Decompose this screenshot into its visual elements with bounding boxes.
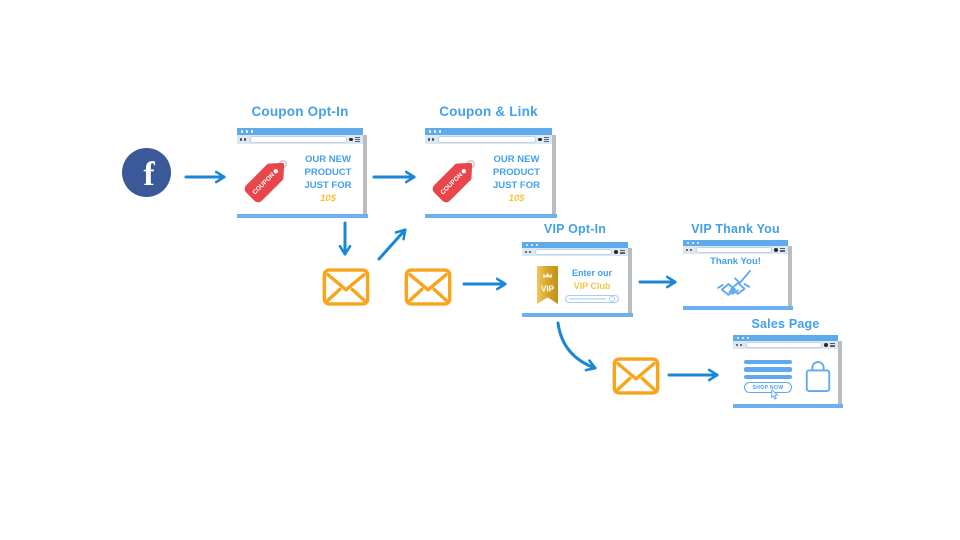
forward-icon [431,138,435,141]
shop-now-button: SHOP NOW [744,382,792,400]
url-bar [250,136,347,143]
menu-icon [544,137,549,142]
window-bottom-bar [237,214,368,218]
facebook-f-glyph: f [143,156,155,193]
window-coupon-link: COUPON OUR NEW PRODUCT JUST FOR 10$ [425,128,557,218]
window-coupon-optin: COUPON OUR NEW PRODUCT JUST FOR 10$ [237,128,368,218]
window-bottom-bar [522,313,633,317]
url-bar [746,341,822,349]
circle-button-icon [538,137,543,142]
vip-line2: VIP Club [573,280,611,291]
window-dots-icon [733,335,838,341]
handshake-check-icon [716,269,751,296]
vip-badge-label: VIP [541,284,555,293]
offer-line: PRODUCT [304,167,352,178]
window-title-coupon-optin: Coupon Opt-In [251,104,349,119]
text-line [744,374,792,380]
envelope-icon [612,357,660,400]
window-sales-page: SHOP NOW [733,335,843,408]
browser-nav-bar [683,246,788,254]
browser-nav-bar [733,341,838,349]
forward-icon [528,250,532,254]
coupon-tag-icon: COUPON [244,159,288,203]
email-input-pill [565,294,619,303]
crown-icon [542,272,553,277]
svg-text:f: f [143,156,155,193]
forward-icon [689,248,693,252]
browser-nav-bar [522,248,628,256]
window-shadow [363,135,367,215]
menu-icon [830,342,835,348]
envelope-icon [404,268,452,311]
window-dots-icon [522,242,628,248]
window-shadow [838,341,842,405]
window-shadow [552,135,556,215]
shopping-bag-icon [805,360,831,392]
browser-nav-bar [237,135,363,144]
menu-icon [620,249,625,255]
window-bottom-bar [683,306,793,310]
envelope-icon [322,268,370,311]
back-icon [525,250,528,254]
window-shadow [628,248,632,314]
window-shadow [788,246,792,307]
shop-now-label: SHOP NOW [752,384,784,391]
back-icon [240,138,243,141]
submit-dot-icon [609,295,615,302]
url-bar [438,136,536,143]
arrow-envelope-to-coupon-link [377,228,407,261]
vip-badge-icon: VIP [537,265,558,304]
circle-button-icon [774,248,779,252]
forward-icon [243,138,247,141]
vip-optin-text: Enter our VIP Club [565,267,619,303]
cursor-icon [771,389,779,400]
window-dots-icon [683,240,788,246]
offer-price: 10$ [320,193,336,204]
window-title-coupon-link: Coupon & Link [439,104,538,119]
offer-line: OUR NEW [493,154,540,165]
offer-line: OUR NEW [305,154,351,165]
window-title-vip-thankyou: VIP Thank You [691,222,780,236]
window-bottom-bar [425,214,557,218]
offer-line: JUST FOR [304,180,352,191]
window-vip-thankyou: Thank You! [683,240,793,310]
offer-price: 10$ [508,193,525,204]
offer-line: JUST FOR [493,180,540,191]
text-line [744,359,792,365]
window-vip-optin: VIP Enter our VIP Club [522,242,633,317]
window-bottom-bar [733,404,843,408]
forward-icon [739,343,743,347]
offer-line: PRODUCT [493,167,540,178]
back-icon [686,248,689,252]
back-icon [428,138,431,141]
window-title-sales-page: Sales Page [751,317,820,331]
coupon-offer-text: OUR NEW PRODUCT JUST FOR 10$ [481,153,552,205]
browser-nav-bar [425,135,552,144]
facebook-icon: f [122,148,171,197]
window-dots-icon [237,128,363,135]
url-bar [535,248,612,256]
circle-button-icon [349,137,354,142]
menu-icon [780,247,785,253]
thank-you-message: Thank You! [710,255,761,267]
coupon-tag-icon: COUPON [432,159,476,203]
menu-icon [355,137,360,142]
back-icon [736,343,739,347]
circle-button-icon [614,250,619,254]
circle-button-icon [824,343,829,347]
vip-line1: Enter our [571,267,612,278]
url-bar [696,246,772,254]
placeholder-text-line [569,297,606,300]
text-line [744,367,792,372]
window-dots-icon [425,128,552,135]
coupon-offer-text: OUR NEW PRODUCT JUST FOR 10$ [293,153,363,205]
window-title-vip-optin: VIP Opt-In [543,222,607,236]
arrow-vip-optin-to-envelope-curved [556,321,597,372]
